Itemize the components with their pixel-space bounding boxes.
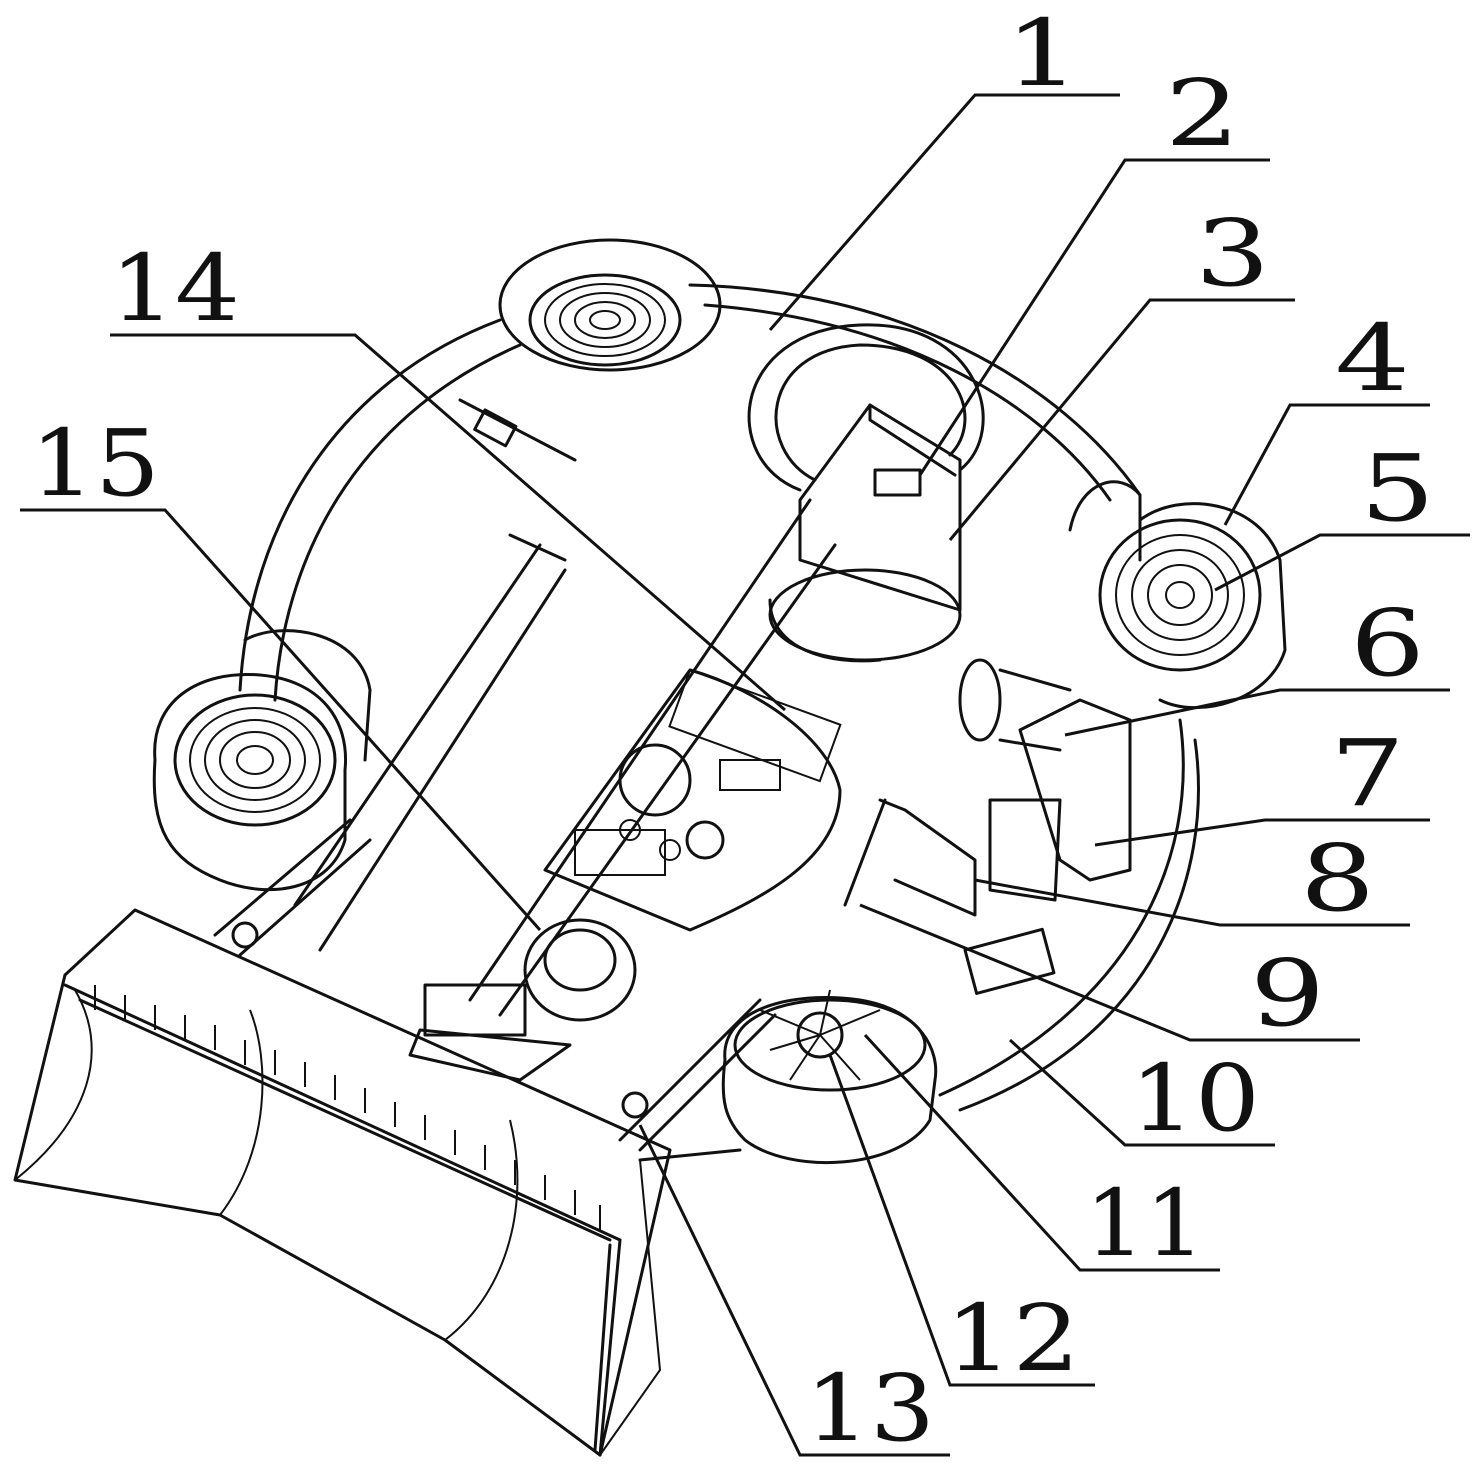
leader-4: [1223, 403, 1430, 526]
leader-6: [1064, 688, 1450, 737]
label-10: 10: [1130, 1045, 1260, 1152]
label-2: 2: [1165, 60, 1240, 167]
drive-motor-right: [958, 658, 1132, 902]
leader-9: [859, 903, 1360, 1042]
wheel-right: [1068, 480, 1287, 710]
label-1: 1: [1005, 0, 1080, 107]
label-9: 9: [1250, 940, 1325, 1047]
leader-5: [1214, 533, 1470, 592]
reference-labels: 1 2 3 4 5 6 7 8 9 10 11 12 13 14 15: [30, 0, 1435, 1462]
label-8: 8: [1300, 825, 1375, 932]
plow-ribs: [94, 985, 601, 1230]
wheel-left: [152, 629, 372, 892]
leader-lines: [20, 93, 1470, 1457]
label-4: 4: [1335, 305, 1410, 412]
label-13: 13: [805, 1355, 935, 1462]
label-7: 7: [1330, 720, 1405, 827]
label-11: 11: [1085, 1170, 1205, 1277]
label-6: 6: [1350, 590, 1425, 697]
leader-1: [768, 93, 1120, 331]
wheel-top-left: [498, 238, 722, 372]
side-compartment: [843, 798, 1056, 995]
battery-ring: [747, 323, 985, 492]
leader-15: [20, 508, 542, 931]
label-5: 5: [1360, 435, 1435, 542]
fan-wheel: [721, 989, 938, 1165]
leader-3: [948, 298, 1295, 541]
label-3: 3: [1195, 200, 1270, 307]
actuator-rods: [213, 398, 777, 1152]
control-box: [768, 403, 962, 663]
leader-11: [863, 1033, 1220, 1272]
circuit-board: [543, 668, 842, 932]
label-14: 14: [110, 235, 240, 342]
label-12: 12: [945, 1285, 1080, 1392]
leader-7: [1094, 818, 1430, 847]
leader-8: [974, 878, 1410, 927]
leader-10: [1008, 1038, 1275, 1147]
drive-motor-left: [408, 918, 637, 1082]
leader-13: [638, 1124, 950, 1457]
leader-12: [828, 1054, 1095, 1387]
plow-blade: [13, 908, 672, 1457]
leader-14: [110, 333, 786, 712]
label-15: 15: [30, 410, 160, 517]
leader-2: [918, 158, 1270, 476]
